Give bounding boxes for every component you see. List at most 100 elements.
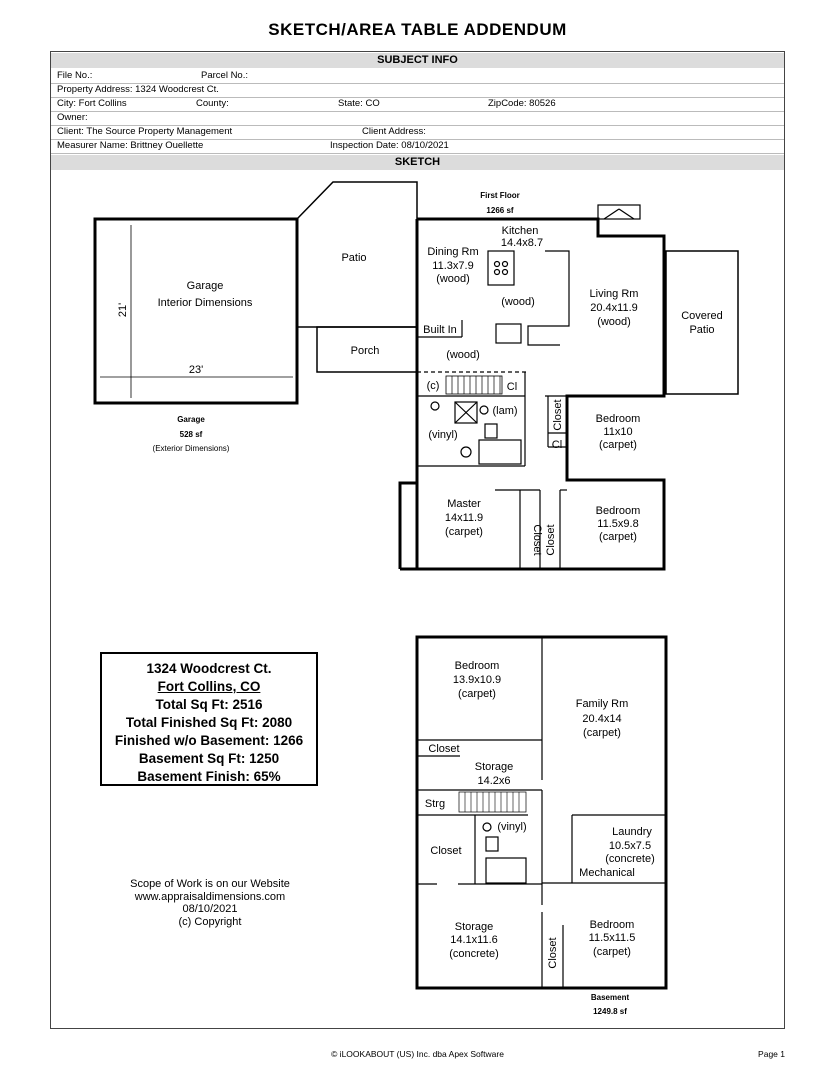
garage-area: 528 sf bbox=[180, 430, 203, 439]
closet-c-label: (c) bbox=[427, 380, 440, 392]
garage-name: Garage bbox=[187, 280, 224, 292]
master-floor: (carpet) bbox=[445, 526, 483, 538]
summary-total: Total Sq Ft: 2516 bbox=[155, 697, 263, 712]
living-name: Living Rm bbox=[590, 288, 639, 300]
covered-patio-line1: Covered bbox=[681, 310, 723, 322]
garage-sub: Interior Dimensions bbox=[158, 297, 253, 309]
basement-area: 1249.8 sf bbox=[593, 1007, 627, 1016]
garage-dim-h: 21' bbox=[117, 303, 129, 317]
client: Client: The Source Property Management bbox=[57, 126, 233, 137]
dining-floor: (wood) bbox=[436, 273, 470, 285]
area-summary-box: 1324 Woodcrest Ct. Fort Collins, CO Tota… bbox=[100, 652, 318, 786]
first-floor-area: 1266 sf bbox=[486, 206, 513, 215]
laundry-name: Laundry bbox=[612, 826, 652, 838]
summary-wo-basement: Finished w/o Basement: 1266 bbox=[114, 733, 304, 748]
bath-lam-label: (lam) bbox=[492, 405, 517, 417]
storage-a-name: Storage bbox=[475, 761, 514, 773]
master-closet: Closet bbox=[531, 524, 543, 555]
strg-label: Strg bbox=[425, 798, 445, 810]
scope-website: www.appraisaldimensions.com bbox=[134, 890, 286, 903]
scope-line1: Scope of Work is on our Website bbox=[130, 878, 290, 890]
inspection-date: Inspection Date: 08/10/2021 bbox=[330, 140, 449, 151]
storage-a-size: 14.2x6 bbox=[477, 775, 510, 787]
laundry-floor: (concrete) bbox=[605, 853, 655, 865]
basement-title: Basement bbox=[591, 993, 630, 1002]
built-in-label: Built In bbox=[423, 324, 457, 336]
bedroom1-name: Bedroom bbox=[596, 413, 641, 425]
footer-copyright: © iLOOKABOUT (US) Inc. dba Apex Software bbox=[331, 1049, 504, 1059]
garage-dim-w: 23' bbox=[189, 364, 203, 376]
closet-cl-label: Cl bbox=[507, 381, 517, 393]
summary-city: Fort Collins, CO bbox=[157, 679, 261, 694]
closet-cl2-label: Cl bbox=[552, 439, 562, 451]
basement-bedroom-b-name: Bedroom bbox=[590, 919, 635, 931]
summary-basement: Basement Sq Ft: 1250 bbox=[138, 751, 280, 766]
bedroom1-closet: Closet bbox=[552, 399, 564, 430]
info-row-measurer: Measurer Name: Brittney Ouellette Inspec… bbox=[51, 139, 784, 154]
subject-info-header: SUBJECT INFO bbox=[51, 53, 784, 68]
bedroom1-size: 11x10 bbox=[603, 426, 632, 438]
storage-b-floor: (concrete) bbox=[449, 948, 499, 960]
city: City: Fort Collins bbox=[57, 98, 127, 109]
basement-bedroom-b-floor: (carpet) bbox=[593, 946, 631, 958]
garage-label: Garage bbox=[177, 415, 205, 424]
kitchen-floor: (wood) bbox=[501, 296, 535, 308]
zip-code: ZipCode: 80526 bbox=[488, 98, 556, 109]
basement-closet-top: Closet bbox=[428, 743, 459, 755]
info-row-file: File No.: Parcel No.: bbox=[51, 69, 784, 84]
basement-bedroom-b-size: 11.5x11.5 bbox=[589, 932, 636, 944]
family-room-name: Family Rm bbox=[576, 698, 629, 710]
covered-patio-line2: Patio bbox=[689, 324, 714, 336]
storage-b-name: Storage bbox=[455, 921, 494, 933]
basement-bedroom-a-floor: (carpet) bbox=[458, 688, 496, 700]
document-title: SKETCH/AREA TABLE ADDENDUM bbox=[268, 20, 567, 39]
county: County: bbox=[196, 98, 229, 109]
info-row-address: Property Address: 1324 Woodcrest Ct. bbox=[51, 83, 784, 98]
summary-finished: Total Finished Sq Ft: 2080 bbox=[125, 715, 293, 730]
laundry-size: 10.5x7.5 bbox=[609, 840, 651, 852]
summary-basement-finish: Basement Finish: 65% bbox=[137, 769, 281, 784]
parcel-no: Parcel No.: bbox=[201, 70, 248, 81]
summary-address: 1324 Woodcrest Ct. bbox=[146, 661, 272, 676]
client-address: Client Address: bbox=[362, 126, 426, 137]
state: State: CO bbox=[338, 98, 380, 109]
master-name: Master bbox=[447, 498, 481, 510]
living-floor: (wood) bbox=[597, 316, 631, 328]
family-room-size: 20.4x14 bbox=[582, 713, 621, 725]
garage-note: (Exterior Dimensions) bbox=[153, 444, 230, 453]
dining-size: 11.3x7.9 bbox=[432, 260, 473, 272]
bedroom2-name: Bedroom bbox=[596, 505, 641, 517]
living-size: 20.4x11.9 bbox=[590, 302, 638, 314]
bedroom2-size: 11.5x9.8 bbox=[597, 518, 638, 530]
kitchen-size: 14.4x8.7 bbox=[501, 237, 543, 249]
basement-bedroom-a-name: Bedroom bbox=[455, 660, 500, 672]
hall-floor: (wood) bbox=[446, 349, 480, 361]
page-number: Page 1 bbox=[758, 1049, 785, 1059]
first-floor-title: First Floor bbox=[480, 191, 520, 200]
basement-closet-mid: Closet bbox=[430, 845, 461, 857]
bedroom2-closet: Closet bbox=[545, 524, 557, 555]
property-address: Property Address: 1324 Woodcrest Ct. bbox=[57, 84, 219, 95]
info-row-client: Client: The Source Property Management C… bbox=[51, 125, 784, 140]
sketch-header: SKETCH bbox=[51, 155, 784, 170]
family-room-floor: (carpet) bbox=[583, 727, 621, 739]
porch-label: Porch bbox=[351, 345, 380, 357]
mechanical-label: Mechanical bbox=[579, 867, 635, 879]
bedroom2-floor: (carpet) bbox=[599, 531, 637, 543]
scope-copyright: (c) Copyright bbox=[178, 915, 242, 928]
kitchen-name: Kitchen bbox=[502, 225, 539, 237]
owner: Owner: bbox=[57, 112, 88, 123]
page-frame bbox=[50, 51, 785, 1029]
storage-b-size: 14.1x11.6 bbox=[450, 934, 498, 946]
patio-label: Patio bbox=[341, 252, 366, 264]
info-row-city: City: Fort Collins County: State: CO Zip… bbox=[51, 97, 784, 112]
basement-bedroom-b-closet: Closet bbox=[547, 937, 559, 968]
basement-vinyl-label: (vinyl) bbox=[497, 821, 526, 833]
measurer-name: Measurer Name: Brittney Ouellette bbox=[57, 140, 204, 151]
scope-date: 08/10/2021 bbox=[182, 903, 238, 915]
master-size: 14x11.9 bbox=[445, 512, 483, 524]
dining-name: Dining Rm bbox=[427, 246, 478, 258]
bath-vinyl-label: (vinyl) bbox=[428, 429, 457, 441]
scope-of-work: Scope of Work is on our Website www.appr… bbox=[90, 878, 330, 928]
